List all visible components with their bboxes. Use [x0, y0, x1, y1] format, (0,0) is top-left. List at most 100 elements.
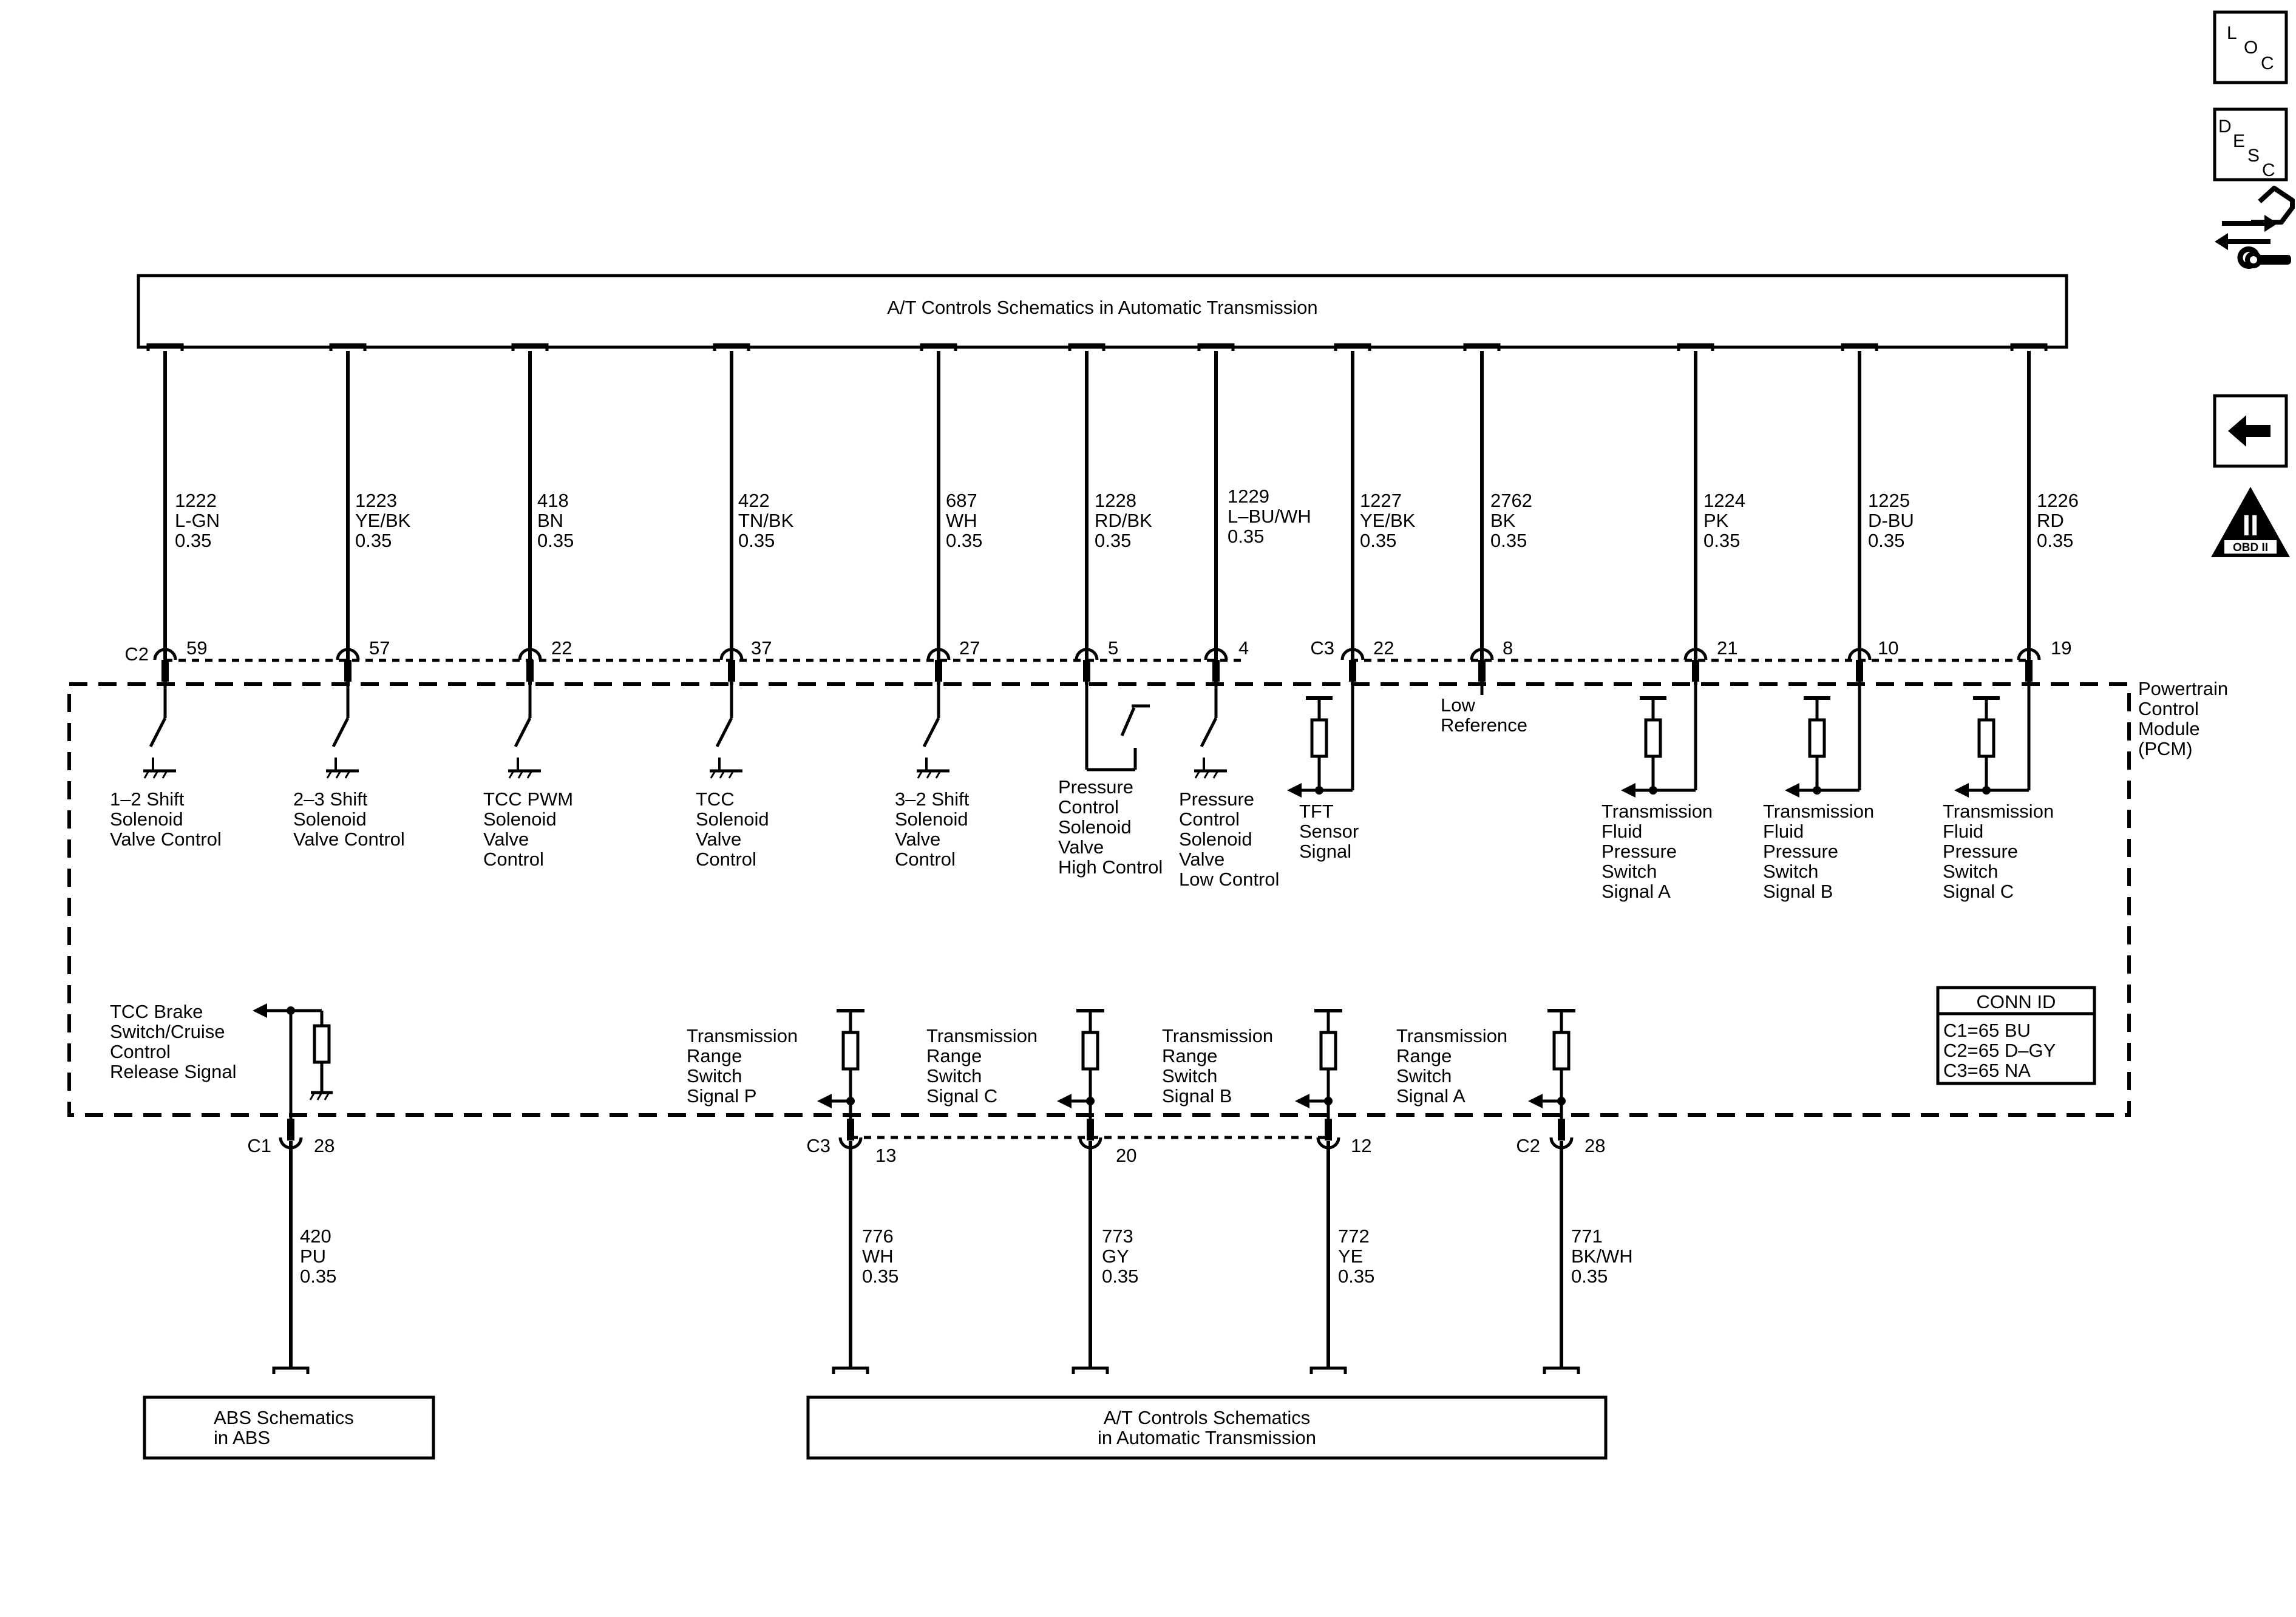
back-arrow-icon[interactable]	[2213, 394, 2288, 468]
svg-text:1–2 Shift: 1–2 Shift	[110, 788, 185, 810]
svg-text:YE/BK: YE/BK	[355, 510, 411, 531]
wire-420[interactable]: C1 28 420 PU 0.35	[247, 1119, 336, 1374]
func-label-6: Pressure Control Solenoid Valve High Con…	[1058, 776, 1163, 878]
wire-772[interactable]: 12 772 YE 0.35	[1309, 1119, 1374, 1374]
svg-text:Control: Control	[2138, 698, 2199, 719]
svg-text:Pressure: Pressure	[1763, 841, 1838, 862]
wire-418[interactable]: 418 BN 0.35 22	[511, 343, 574, 685]
func-label-12: Transmission Fluid Pressure Switch Signa…	[1943, 801, 2054, 902]
svg-text:C1: C1	[247, 1135, 271, 1156]
module-name: Powertrain Control Module (PCM)	[2138, 678, 2228, 759]
svg-text:687: 687	[946, 490, 977, 511]
func-label-11: Transmission Fluid Pressure Switch Signa…	[1763, 801, 1874, 902]
svg-text:A/T Controls Schematics: A/T Controls Schematics	[1104, 1407, 1311, 1428]
svg-text:WH: WH	[946, 510, 977, 531]
svg-text:in Automatic Transmission: in Automatic Transmission	[1098, 1427, 1316, 1448]
wire-1225[interactable]: 1225 D-BU 0.35 10	[1841, 343, 1914, 685]
svg-text:0.35: 0.35	[355, 530, 392, 551]
abs-schematics-box[interactable]: ABS Schematics in ABS	[143, 1395, 435, 1460]
svg-text:1224: 1224	[1703, 490, 1745, 511]
func-label-tcc-brake: TCC Brake Switch/Cruise Control Release …	[110, 1001, 237, 1082]
driver-switch-4	[710, 685, 742, 779]
pcm-boundary	[67, 682, 2131, 1117]
wire-1223[interactable]: 1223 YE/BK 0.35 57	[329, 343, 411, 685]
wire-1229[interactable]: 1229 L–BU/WH 0.35 4	[1197, 343, 1311, 685]
svg-text:in ABS: in ABS	[214, 1427, 270, 1448]
at-controls-bottom-box[interactable]: A/T Controls Schematics in Automatic Tra…	[806, 1395, 1608, 1460]
func-label-3: TCC PWM Solenoid Valve Control	[483, 788, 573, 870]
svg-text:C2: C2	[1516, 1135, 1540, 1156]
svg-text:YE: YE	[1338, 1246, 1363, 1267]
loc-icon[interactable]: L O C	[2213, 10, 2288, 84]
svg-text:418: 418	[537, 490, 569, 511]
svg-text:Valve: Valve	[696, 829, 741, 850]
svg-text:Range: Range	[1162, 1045, 1217, 1066]
svg-text:C2=65 D–GY: C2=65 D–GY	[1943, 1040, 2056, 1061]
svg-text:C3: C3	[806, 1135, 830, 1156]
svg-text:TFT: TFT	[1299, 801, 1334, 822]
wire-1228[interactable]: 1228 RD/BK 0.35 5	[1068, 343, 1152, 685]
wire-1224[interactable]: 1224 PK 0.35 21	[1677, 343, 1745, 685]
svg-text:1223: 1223	[355, 490, 397, 511]
obd-ii-icon[interactable]: II OBD II	[2211, 487, 2290, 557]
svg-text:59: 59	[186, 637, 207, 659]
svg-text:3–2 Shift: 3–2 Shift	[895, 788, 970, 810]
wire-2762[interactable]: 2762 BK 0.35 8	[1463, 343, 1532, 685]
wire-422[interactable]: 422 TN/BK 0.35 37	[713, 343, 794, 685]
top-component-box[interactable]: A/T Controls Schematics in Automatic Tra…	[137, 274, 2068, 349]
svg-text:0.35: 0.35	[738, 530, 775, 551]
func-label-1: 1–2 Shift Solenoid Valve Control	[110, 788, 222, 850]
svg-text:Control: Control	[895, 849, 956, 870]
svg-text:Transmission: Transmission	[1601, 801, 1713, 822]
svg-text:Signal B: Signal B	[1763, 881, 1833, 902]
svg-text:C3: C3	[1310, 637, 1334, 659]
svg-text:Signal C: Signal C	[1943, 881, 2014, 902]
svg-text:RD/BK: RD/BK	[1095, 510, 1152, 531]
svg-text:RD: RD	[2037, 510, 2064, 531]
wire-1227[interactable]: 1227 YE/BK 0.35 C3 22	[1310, 343, 1416, 685]
svg-text:D: D	[2218, 117, 2232, 137]
svg-text:Solenoid: Solenoid	[1179, 829, 1252, 850]
svg-text:Pressure: Pressure	[1943, 841, 2018, 862]
svg-text:BK/WH: BK/WH	[1571, 1246, 1633, 1267]
wire-1226[interactable]: 1226 RD 0.35 19	[2010, 343, 2079, 685]
svg-text:13: 13	[875, 1145, 896, 1166]
svg-text:Signal B: Signal B	[1162, 1085, 1232, 1107]
driver-switch-pc-low	[1194, 685, 1227, 779]
svg-text:Powertrain: Powertrain	[2138, 678, 2228, 699]
svg-text:Range: Range	[687, 1045, 742, 1066]
svg-text:0.35: 0.35	[1095, 530, 1131, 551]
svg-text:Pressure: Pressure	[1601, 841, 1677, 862]
wire-771[interactable]: C2 28 771 BK/WH 0.35	[1516, 1119, 1633, 1374]
svg-text:Switch: Switch	[926, 1065, 982, 1086]
svg-text:Switch: Switch	[1396, 1065, 1452, 1086]
wire-687[interactable]: 687 WH 0.35 27	[920, 343, 982, 685]
svg-text:Range: Range	[926, 1045, 982, 1066]
svg-text:OBD II: OBD II	[2233, 541, 2268, 554]
wire-773[interactable]: 20 773 GY 0.35	[1072, 1119, 1138, 1374]
svg-text:ABS Schematics: ABS Schematics	[214, 1407, 354, 1428]
svg-text:Control: Control	[483, 849, 544, 870]
svg-text:1227: 1227	[1360, 490, 1402, 511]
desc-icon[interactable]: D E S C	[2213, 107, 2288, 181]
svg-text:High Control: High Control	[1058, 856, 1163, 878]
wire-1222[interactable]: 1222 L-GN 0.35 C2 59	[124, 343, 220, 685]
svg-text:21: 21	[1717, 637, 1737, 659]
trs-pullup-a	[1528, 1009, 1575, 1119]
tcc-brake-circuit	[253, 1003, 333, 1119]
svg-text:PU: PU	[300, 1246, 326, 1267]
component-view-icon[interactable]	[2215, 186, 2295, 269]
svg-text:Valve: Valve	[895, 829, 940, 850]
svg-text:0.35: 0.35	[1571, 1266, 1608, 1287]
svg-text:TN/BK: TN/BK	[738, 510, 794, 531]
svg-text:Release Signal: Release Signal	[110, 1061, 237, 1082]
svg-text:Transmission: Transmission	[687, 1025, 798, 1046]
svg-text:37: 37	[751, 637, 772, 659]
svg-text:Signal A: Signal A	[1396, 1085, 1466, 1107]
wire-776[interactable]: C3 13 776 WH 0.35	[806, 1119, 898, 1374]
svg-text:C2: C2	[124, 643, 149, 665]
svg-text:Switch: Switch	[1601, 861, 1657, 882]
svg-text:Switch/Cruise: Switch/Cruise	[110, 1021, 225, 1042]
driver-switch-5	[917, 685, 949, 779]
